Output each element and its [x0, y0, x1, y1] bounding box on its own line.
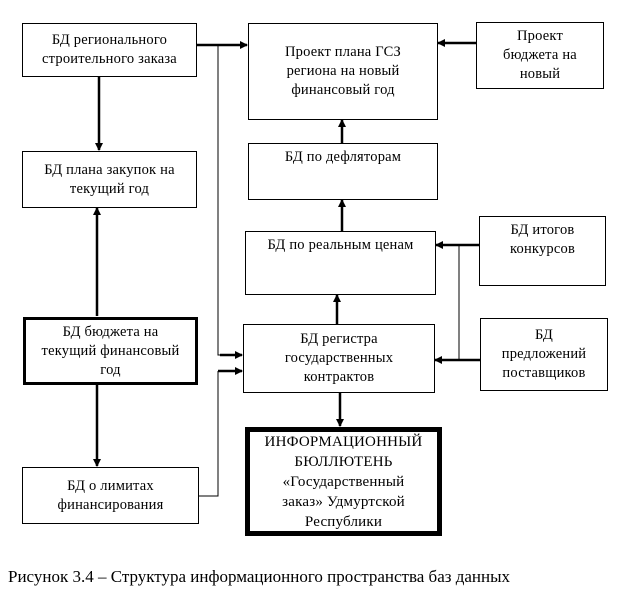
- node-line: ИНФОРМАЦИОННЫЙ: [264, 433, 423, 450]
- node-line: год: [100, 361, 121, 378]
- node-budget-current: БД бюджета на текущий финансовый год: [23, 317, 198, 385]
- node-line: предложений: [501, 346, 587, 362]
- node-line: БД: [534, 327, 554, 343]
- node-line: БЮЛЛЮТЕНЬ: [294, 453, 393, 470]
- node-line: БД регионального: [51, 32, 168, 48]
- node-procurement-plan-current: БД плана закупок на текущий год: [22, 151, 197, 208]
- node-line: новый: [519, 66, 561, 82]
- node-line: бюджета на: [503, 47, 577, 63]
- node-line: поставщиков: [502, 365, 586, 381]
- node-line: БД регистра: [300, 331, 378, 347]
- node-info-bulletin: ИНФОРМАЦИОННЫЙ БЮЛЛЮТЕНЬ «Государственны…: [245, 427, 442, 536]
- node-tender-results: БД итогов конкурсов: [479, 216, 606, 286]
- node-line: конкурсов: [510, 241, 575, 257]
- node-line: текущий финансовый: [41, 342, 180, 359]
- node-line: государственных: [284, 350, 394, 366]
- node-line: Проект плана ГСЗ: [285, 44, 401, 60]
- node-deflators: БД по дефляторам: [248, 143, 438, 200]
- node-line: заказ» Удмуртской: [282, 493, 405, 510]
- line-limits-to-register: [198, 371, 219, 497]
- node-line: текущий год: [69, 180, 150, 197]
- figure-caption: Рисунок 3.4 – Структура информационного …: [8, 567, 511, 586]
- node-line: финансовый год: [291, 82, 395, 98]
- node-line: Проект: [517, 28, 563, 44]
- node-real-prices: БД по реальным ценам: [245, 231, 436, 295]
- node-line: БД итогов: [510, 222, 575, 238]
- node-financing-limits: БД о лимитах финансирования: [22, 467, 199, 524]
- node-supplier-offers: БД предложений поставщиков: [480, 318, 608, 391]
- node-line: БД по реальным ценам: [267, 237, 414, 253]
- node-budget-draft-new: Проект бюджета на новый: [476, 22, 604, 89]
- node-line: БД плана закупок на: [44, 161, 175, 178]
- node-contracts-register: БД регистра государственных контрактов: [243, 324, 435, 393]
- line-regional-to-register: [217, 45, 242, 356]
- node-line: региона на новый: [286, 63, 400, 79]
- node-line: Республики: [304, 513, 383, 530]
- node-line: БД о лимитах: [67, 477, 154, 494]
- node-line: контрактов: [303, 369, 375, 385]
- node-line: финансирования: [57, 496, 164, 513]
- node-regional-construction-order: БД регионального строительного заказа: [22, 23, 197, 77]
- node-line: БД по дефляторам: [284, 149, 402, 165]
- node-line: БД бюджета на: [62, 323, 159, 340]
- node-line: строительного заказа: [42, 51, 177, 67]
- node-line: «Государственный: [282, 473, 405, 490]
- node-gsz-plan-draft: Проект плана ГСЗ региона на новый финанс…: [248, 23, 438, 120]
